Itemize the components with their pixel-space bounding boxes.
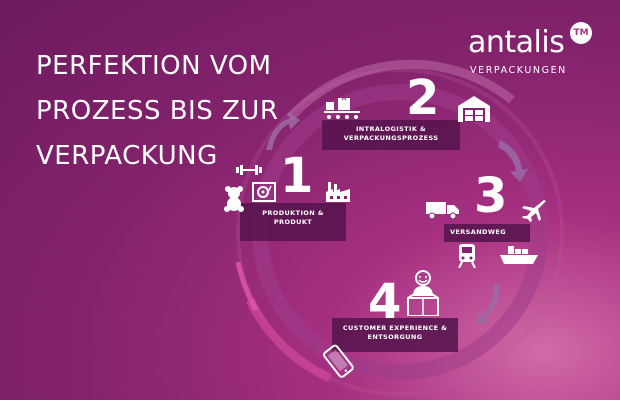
- step-3-number: 3: [474, 168, 508, 224]
- step-1-label: PRODUKTION & PRODUKT: [240, 203, 346, 241]
- record-player-icon: [252, 182, 276, 202]
- dumbbell-icon: [236, 165, 262, 175]
- headline-line-3: VERPACKUNG: [36, 141, 218, 171]
- factory-icon: [326, 182, 350, 202]
- step-2-label-line-1: INTRALOGISTIK &: [355, 125, 427, 133]
- teddy-bear-icon: [224, 186, 244, 212]
- step-1-label-line-1: PRODUKTION &: [262, 209, 324, 217]
- step-1-number: 1: [280, 148, 314, 204]
- step-1-label-line-2: PRODUKT: [273, 218, 313, 226]
- phone-icon: [323, 344, 354, 378]
- step-4-label: CUSTOMER EXPERIENCE & ENTSORGUNG: [332, 318, 458, 352]
- logo-subtitle: VERPACKUNGEN: [470, 65, 567, 76]
- step-3-label-line-1: VERSANDWEG: [450, 228, 506, 236]
- headline-line-1: PERFEKTION VOM: [36, 51, 272, 81]
- warehouse-icon: [458, 96, 490, 122]
- arrow-icon: [266, 112, 528, 324]
- step-2-label: INTRALOGISTIK & VERPACKUNGSPROZESS: [322, 120, 460, 150]
- conveyor-icon: [324, 96, 360, 119]
- logo-wordmark: antalis: [468, 25, 565, 60]
- box-icon: [407, 294, 439, 316]
- person-icon: [413, 270, 433, 296]
- step-4-label-line-2: ENTSORGUNG: [367, 333, 423, 341]
- step-2-label-line-2: VERPACKUNGSPROZESS: [343, 134, 439, 142]
- step-4-label-line-1: CUSTOMER EXPERIENCE &: [342, 324, 448, 332]
- step-3-label: VERSANDWEG: [444, 224, 530, 242]
- logo-badge: TM: [570, 22, 592, 44]
- airplane-icon: [522, 200, 546, 222]
- ship-icon: [500, 246, 538, 264]
- headline-line-2: PROZESS BIS ZUR: [36, 96, 279, 126]
- antalis-logo: antalis TM VERPACKUNGEN: [468, 22, 598, 82]
- step-2-number: 2: [406, 70, 440, 126]
- truck-icon: [426, 202, 459, 220]
- train-icon: [458, 244, 476, 268]
- headline: PERFEKTION VOM PROZESS BIS ZUR VERPACKUN…: [36, 44, 278, 179]
